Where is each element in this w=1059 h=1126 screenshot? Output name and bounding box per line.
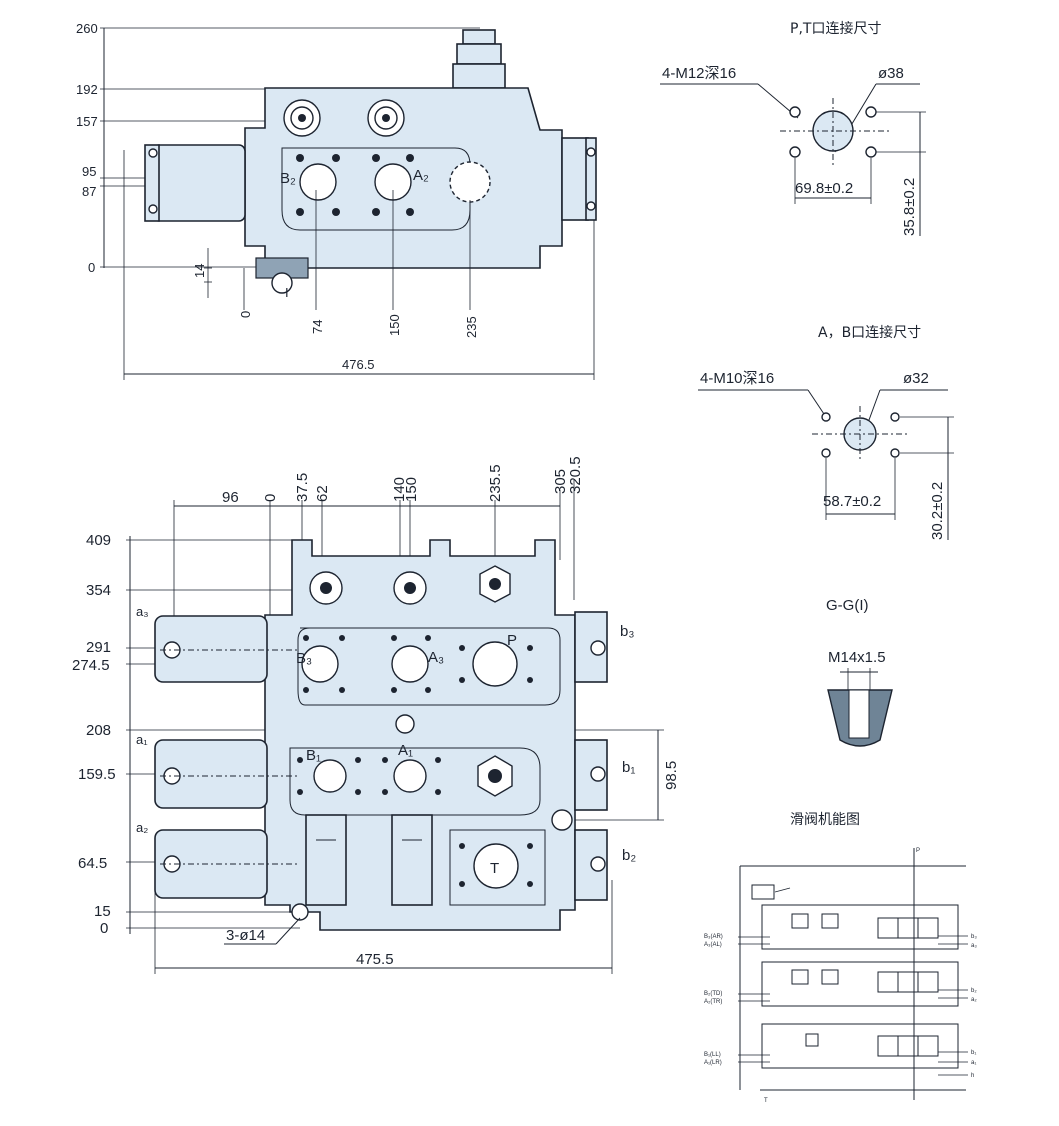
pt-horizontal-dim: 69.8±0.2 — [795, 180, 853, 197]
front-top-dim-37-5: 37.5 — [294, 473, 311, 502]
schematic-t-label: T — [764, 1098, 768, 1104]
front-side-b3: b₃ — [620, 623, 634, 640]
schematic-title: 滑阀机能图 — [790, 811, 860, 828]
schematic-p-label: P — [916, 848, 920, 854]
front-section-a3: a₃ — [136, 604, 149, 619]
front-scale-159-5: 159.5 — [78, 766, 116, 783]
schematic-right-b3: b₃ — [971, 934, 977, 940]
front-port-b3: B₃ — [296, 650, 312, 667]
front-side-b2: b₂ — [622, 847, 636, 864]
ab-diameter-label: ø32 — [903, 370, 929, 387]
front-holes-label: 3-ø14 — [226, 927, 265, 944]
front-top-dim-305: 305 — [552, 469, 569, 494]
top-scale-87: 87 — [82, 184, 96, 199]
pt-diameter-label: ø38 — [878, 65, 904, 82]
schematic-right-b2: b₂ — [971, 988, 977, 994]
top-bottom-dim-150: 150 — [387, 314, 402, 336]
valve-function-schematic: 滑阀机能图 P T B₃(AR — [704, 811, 977, 1104]
front-top-dim-96: 96 — [222, 489, 239, 506]
front-scale-274-5: 274.5 — [72, 657, 110, 674]
section-gg: G-G(I) M14x1.5 — [826, 597, 893, 747]
front-width-dim: 475.5 — [356, 951, 394, 968]
schematic-right-b1: b₁ — [971, 1050, 976, 1056]
top-bottom-dim-235: 235 — [464, 316, 479, 338]
schematic-left-b1: B₁(LL) — [704, 1052, 721, 1058]
pt-port-detail: P,T口连接尺寸 4-M12深16 ø38 69.8±0.2 35.8±0.2 — [660, 20, 926, 236]
front-scale-15: 15 — [94, 903, 111, 920]
front-port-a1: A₁ — [398, 742, 413, 759]
ab-thread-label: 4-M10深16 — [700, 370, 774, 387]
front-scale-354: 354 — [86, 582, 111, 599]
front-top-dim-140: 140 — [391, 477, 408, 502]
top-scale-192: 192 — [76, 82, 98, 97]
top-label-b2: B₂ — [280, 170, 296, 187]
top-view: 260 192 157 95 87 0 — [76, 21, 597, 380]
front-section-a1: a₁ — [136, 732, 148, 747]
top-bottom-dim-0: 0 — [238, 311, 253, 318]
schematic-left-b3: B₃(AR) — [704, 934, 723, 940]
schematic-right-h: h — [971, 1073, 974, 1079]
schematic-left-a1: A₁(LR) — [704, 1060, 722, 1066]
schematic-left-b2: B₂(TD) — [704, 991, 722, 997]
top-scale-95: 95 — [82, 164, 96, 179]
ab-port-title: A，B口连接尺寸 — [818, 324, 921, 341]
schematic-right-a3: a₃ — [971, 943, 977, 949]
front-top-dim-320-5: 320.5 — [567, 456, 584, 494]
section-gg-thread: M14x1.5 — [828, 649, 886, 666]
front-top-dim-235-5: 235.5 — [487, 464, 504, 502]
top-scale-157: 157 — [76, 114, 98, 129]
pt-thread-label: 4-M12深16 — [662, 65, 736, 82]
ab-horizontal-dim: 58.7±0.2 — [823, 493, 881, 510]
schematic-right-a2: a₂ — [971, 997, 977, 1003]
ab-port-detail: A，B口连接尺寸 4-M10深16 ø32 58.7±0.2 30.2±0.2 — [698, 324, 954, 540]
front-scale-208: 208 — [86, 722, 111, 739]
front-port-p: P — [507, 632, 517, 649]
schematic-left-a2: A₂(TR) — [704, 999, 722, 1005]
front-port-t: T — [490, 860, 499, 877]
pt-port-title: P,T口连接尺寸 — [790, 20, 881, 37]
section-gg-title: G-G(I) — [826, 597, 869, 614]
top-label-a2: A₂ — [413, 167, 429, 184]
front-port-b1: B₁ — [306, 747, 321, 764]
front-scale-0: 0 — [100, 920, 108, 937]
top-small-dim-14: 14 — [192, 264, 207, 278]
front-side-b1: b₁ — [622, 759, 635, 776]
front-top-dim-150: 150 — [403, 477, 420, 502]
front-port-a3: A₃ — [428, 649, 444, 666]
top-scale-260: 260 — [76, 21, 98, 36]
schematic-right-a1: a₁ — [971, 1060, 976, 1066]
schematic-left-a3: A₃(AL) — [704, 942, 722, 948]
front-right-dim: 98.5 — [663, 761, 680, 790]
front-scale-64-5: 64.5 — [78, 855, 107, 872]
top-scale-0: 0 — [88, 260, 95, 275]
front-scale-409: 409 — [86, 532, 111, 549]
front-section-a2: a₂ — [136, 820, 148, 835]
front-top-dim-62: 62 — [314, 485, 331, 502]
pt-vertical-dim: 35.8±0.2 — [901, 178, 918, 236]
ab-vertical-dim: 30.2±0.2 — [929, 482, 946, 540]
front-top-dim-0: 0 — [262, 494, 279, 502]
front-scale-291: 291 — [86, 639, 111, 656]
top-label-port-i: I — [285, 285, 289, 300]
top-width-dim: 476.5 — [342, 357, 375, 372]
front-view: 96 0 37.5 62 140 150 235.5 305 320.5 409… — [72, 456, 680, 974]
top-bottom-dim-74: 74 — [310, 320, 325, 334]
